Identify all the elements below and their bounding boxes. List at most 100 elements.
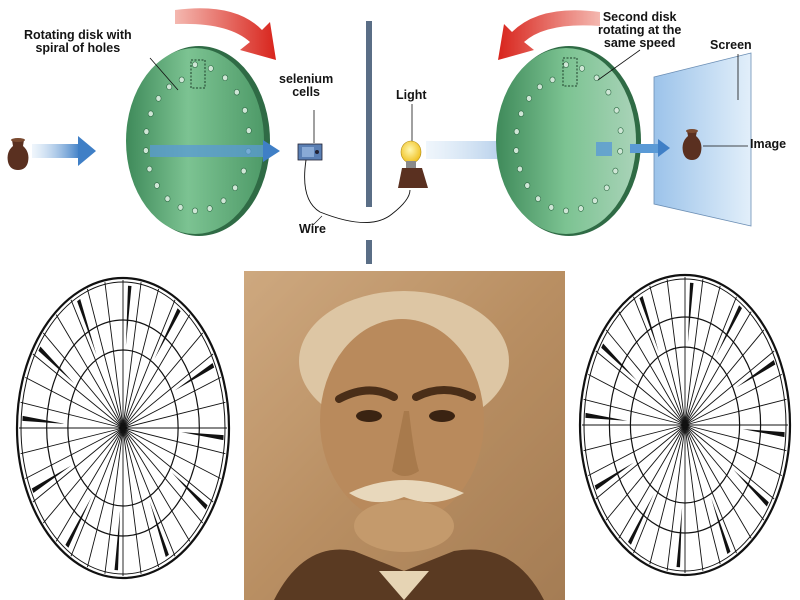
disk-hole — [518, 110, 524, 117]
rotation-arrow-icon — [175, 8, 276, 61]
grid-wedge — [149, 501, 169, 557]
grid-spoke — [605, 424, 686, 521]
grid-spoke — [70, 427, 124, 557]
grid-spoke — [684, 424, 704, 571]
grid-spoke — [122, 427, 191, 542]
beam-arrow-icon — [150, 140, 280, 162]
divider-bar — [366, 240, 372, 264]
disk-hole — [513, 128, 520, 135]
grid-spoke — [55, 314, 124, 429]
disk-hole — [142, 147, 149, 154]
disk-hole — [164, 195, 171, 202]
grid-spoke — [25, 377, 124, 429]
grid-spoke — [42, 332, 124, 429]
grid-spoke — [684, 424, 765, 521]
grid-spoke — [122, 427, 214, 503]
grid-wedge — [114, 510, 121, 571]
grid-spoke — [684, 424, 721, 565]
grid-spoke — [122, 288, 160, 429]
grid-spoke — [684, 285, 721, 426]
grid-center — [682, 422, 688, 428]
grid-spoke — [605, 329, 686, 426]
grid-spoke — [649, 285, 686, 426]
disk-hole — [146, 165, 153, 173]
label-second-disk: Second disk rotating at the same speed — [598, 10, 682, 50]
grid-spoke — [684, 329, 765, 426]
grid-spoke — [122, 427, 204, 524]
disk-hole — [166, 83, 173, 91]
disk-hole — [579, 65, 585, 72]
beam-arrow-icon — [630, 139, 670, 157]
grid-spoke — [70, 299, 124, 429]
grid-spoke — [122, 427, 226, 455]
grid-spoke — [684, 398, 787, 426]
vase-icon — [7, 138, 29, 170]
disk-hole — [613, 107, 620, 114]
grid-spoke — [122, 401, 226, 429]
disk-hole — [592, 197, 598, 204]
disk-hole — [233, 88, 240, 96]
vase-icon — [682, 129, 748, 160]
grid-wedge — [38, 346, 74, 384]
grid-spoke — [20, 401, 124, 429]
disk-hole — [535, 195, 541, 202]
grid-spoke — [86, 288, 124, 429]
grid-wedge — [22, 415, 65, 424]
disk-hole — [143, 128, 150, 135]
grid-spoke — [684, 424, 775, 500]
grid-wedge — [711, 498, 731, 554]
grid-spoke — [122, 427, 221, 479]
grid-wedge — [181, 432, 224, 441]
grid-wedge — [716, 305, 742, 356]
grid-spoke — [104, 427, 124, 574]
label-image: Image — [750, 137, 787, 151]
grid-wedge — [676, 507, 683, 568]
disk-hole — [513, 147, 520, 154]
grid-spoke — [104, 282, 124, 429]
grid-spoke — [633, 424, 686, 554]
grid-spoke — [684, 311, 752, 426]
beam-arrow-icon — [32, 136, 96, 166]
grid-wedge — [77, 299, 97, 355]
light-bulb-icon — [398, 104, 428, 188]
disk-hole — [240, 167, 247, 175]
rotating-disk-2 — [496, 46, 641, 236]
disk-hole — [220, 197, 227, 204]
wire — [304, 159, 411, 223]
grid-outer-ring — [578, 273, 792, 577]
disk-hole — [563, 61, 569, 68]
disk-hole — [241, 107, 248, 114]
grid-center — [120, 425, 126, 431]
disk-hole — [563, 207, 569, 215]
disk-hole — [617, 148, 624, 155]
disk-hole — [612, 167, 619, 175]
grid-spoke — [684, 279, 704, 426]
grid-spoke — [587, 374, 686, 426]
grid-wedge — [733, 469, 769, 507]
label-rotating-disk: Rotating disk with spiral of holes — [24, 28, 132, 55]
grid-spoke — [684, 424, 787, 452]
label-wire: Wire — [299, 222, 326, 236]
disk-hole — [177, 204, 184, 211]
rotating-disk-1 — [126, 46, 270, 236]
grid-spoke — [583, 424, 686, 452]
grid-wedge — [742, 429, 785, 438]
grid-wedge — [585, 412, 628, 421]
disk-hole — [617, 127, 624, 134]
disk-hole — [153, 182, 160, 189]
grid-spoke — [684, 424, 783, 476]
disk-hole — [206, 205, 213, 212]
grid-spoke — [122, 353, 214, 429]
grid-spoke — [20, 427, 124, 455]
grid-spoke — [32, 427, 124, 503]
grid-wedge — [172, 472, 208, 510]
disk-hole — [222, 74, 228, 82]
rotation-arrow-icon — [498, 10, 600, 61]
grid-spoke — [25, 427, 124, 479]
disk-hole — [207, 65, 214, 72]
disk-hole — [147, 110, 154, 117]
grid-spoke — [122, 332, 204, 429]
grid-wedge — [174, 363, 215, 391]
grid-wedge — [628, 494, 654, 545]
grid-wedge — [65, 497, 92, 548]
